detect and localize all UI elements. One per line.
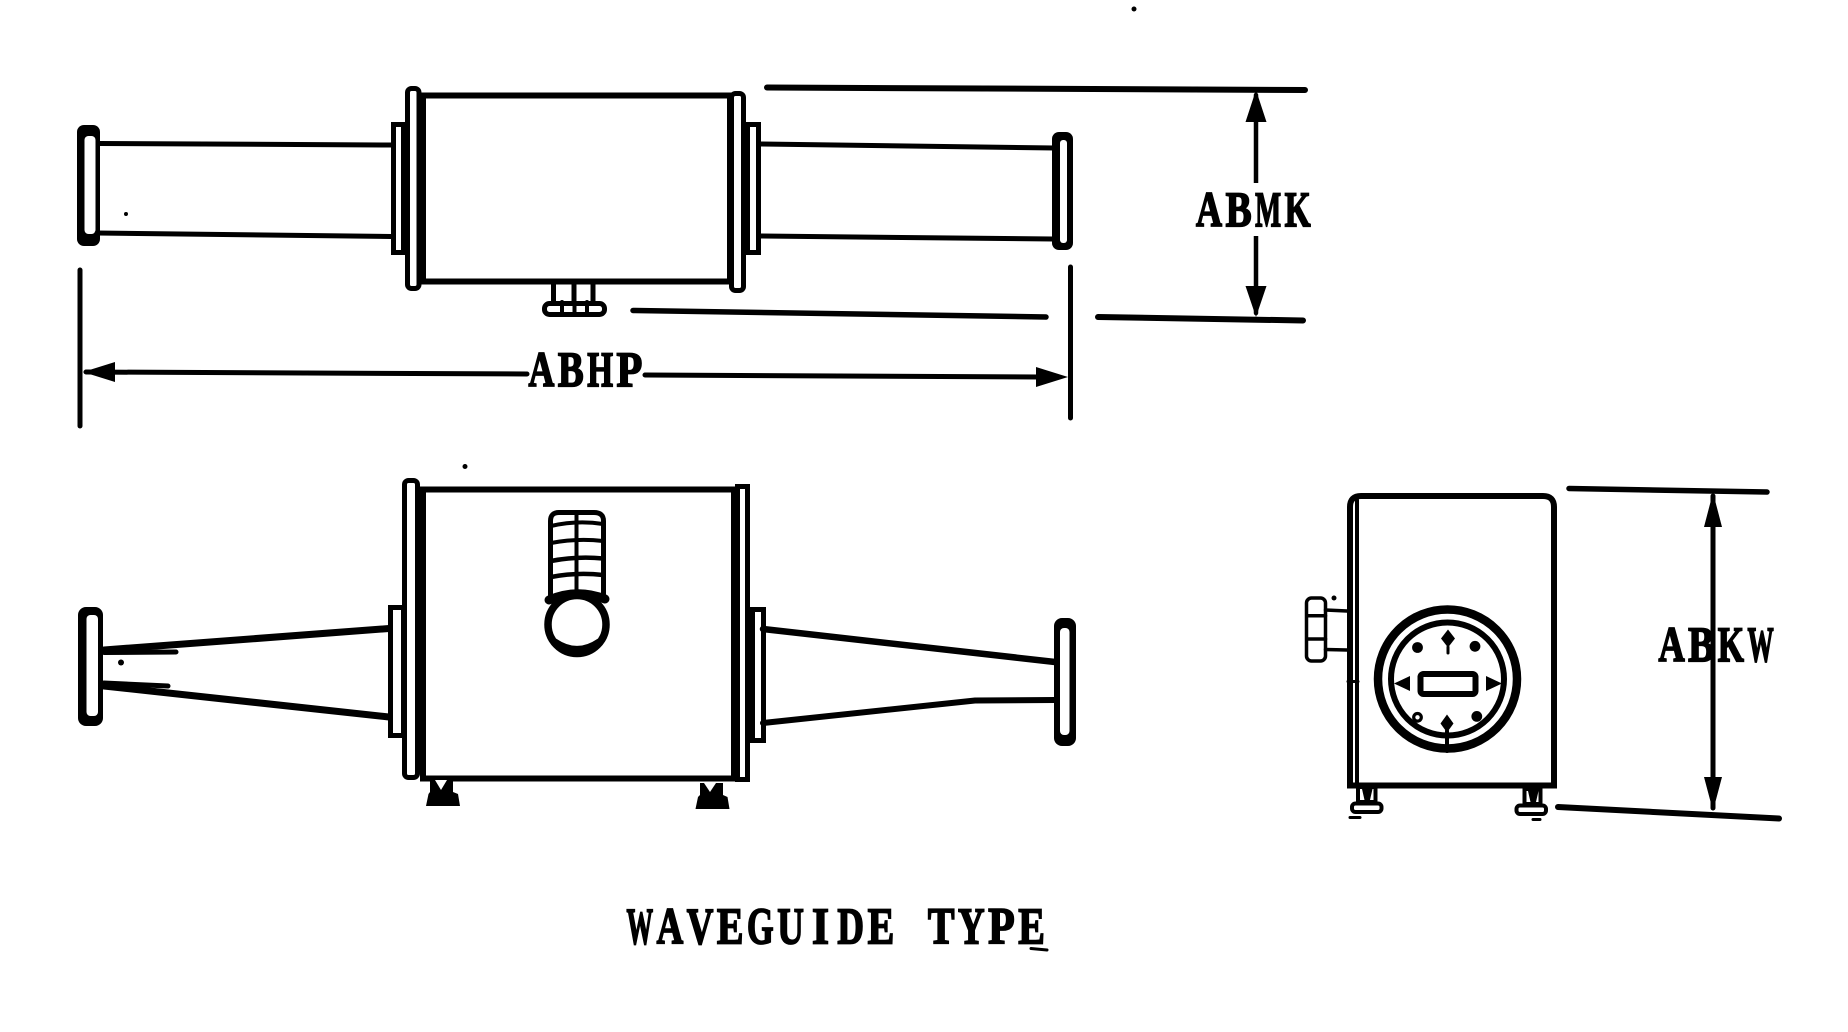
svg-text:B: B — [1226, 181, 1252, 237]
svg-text:P: P — [988, 899, 1015, 956]
svg-text:P: P — [617, 341, 643, 397]
svg-text:M: M — [1255, 181, 1281, 237]
svg-text:Y: Y — [958, 899, 985, 956]
svg-text:D: D — [837, 899, 864, 956]
svg-text:K: K — [1285, 181, 1311, 237]
svg-text:E: E — [1018, 899, 1045, 956]
svg-text:A: A — [657, 899, 684, 956]
svg-text:E: E — [868, 899, 895, 956]
svg-text:I: I — [812, 899, 829, 956]
svg-text:H: H — [587, 341, 613, 397]
svg-text:E: E — [717, 899, 744, 956]
svg-text:G: G — [747, 899, 774, 956]
svg-text:A: A — [1196, 181, 1222, 237]
svg-text:T: T — [928, 899, 955, 956]
svg-text:A: A — [529, 341, 555, 397]
svg-text:W: W — [627, 899, 654, 956]
svg-text:U: U — [777, 899, 804, 956]
svg-text:V: V — [687, 899, 714, 956]
svg-text:W: W — [1748, 616, 1774, 672]
svg-text:K: K — [1718, 616, 1744, 672]
svg-text:B: B — [1688, 616, 1714, 672]
svg-text:B: B — [558, 341, 584, 397]
svg-text:A: A — [1659, 616, 1685, 672]
